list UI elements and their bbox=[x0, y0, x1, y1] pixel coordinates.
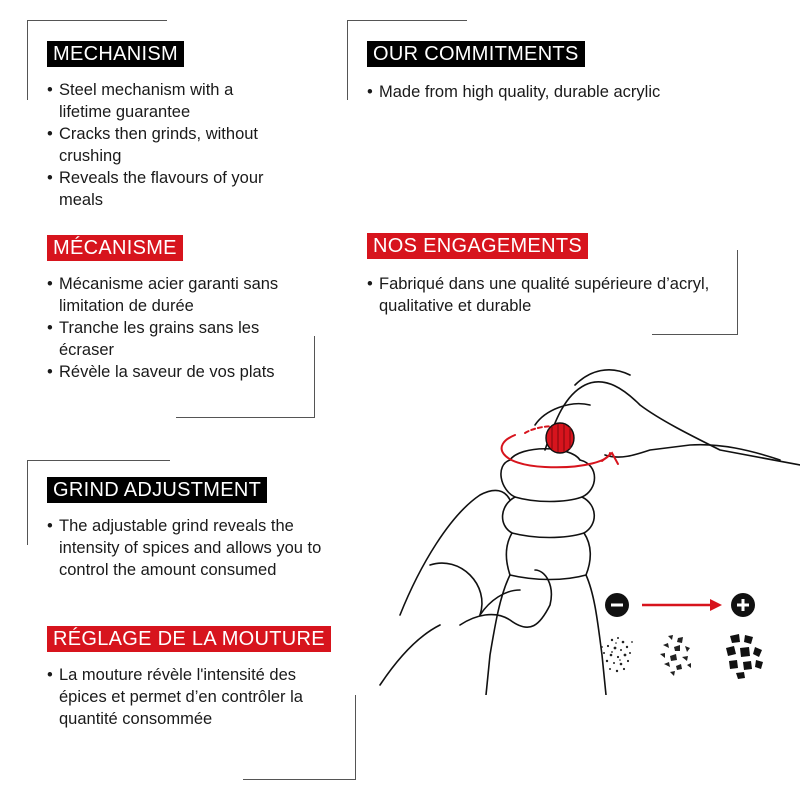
list-item: Mécanisme acier garanti sans limitation … bbox=[47, 273, 292, 317]
plus-icon bbox=[731, 593, 755, 617]
fine-grind-icon bbox=[601, 637, 633, 673]
list-item: Révèle la saveur de vos plats bbox=[47, 361, 292, 383]
list-item: La mouture révèle l'intensité des épices… bbox=[47, 664, 342, 730]
list-item: The adjustable grind reveals the intensi… bbox=[47, 515, 342, 581]
list-item: Tranche les grains sans les écraser bbox=[47, 317, 292, 361]
commitments-list-en: Made from high quality, durable acrylic bbox=[367, 81, 767, 103]
grind-title-fr: RÉGLAGE DE LA MOUTURE bbox=[47, 626, 331, 652]
arrow-right-icon bbox=[642, 599, 722, 611]
coarse-grind-icon bbox=[726, 634, 763, 679]
commitments-title-fr: NOS ENGAGEMENTS bbox=[367, 233, 588, 259]
mechanism-title-fr: MÉCANISME bbox=[47, 235, 183, 261]
list-item: Made from high quality, durable acrylic bbox=[367, 81, 767, 103]
grind-list-en: The adjustable grind reveals the intensi… bbox=[47, 515, 342, 581]
grinder-illustration bbox=[379, 369, 800, 695]
mechanism-title-en: MECHANISM bbox=[47, 41, 184, 67]
commitments-title-en: OUR COMMITMENTS bbox=[367, 41, 585, 67]
mechanism-list-fr: Mécanisme acier garanti sans limitation … bbox=[47, 273, 292, 383]
commitments-list-fr: Fabriqué dans une qualité supérieure d’a… bbox=[367, 273, 757, 317]
list-item: Cracks then grinds, without crushing bbox=[47, 123, 277, 167]
medium-grind-icon bbox=[660, 635, 691, 676]
minus-icon bbox=[605, 593, 629, 617]
mechanism-list-en: Steel mechanism with a lifetime guarante… bbox=[47, 79, 277, 211]
list-item: Fabriqué dans une qualité supérieure d’a… bbox=[367, 273, 757, 317]
list-item: Steel mechanism with a lifetime guarante… bbox=[47, 79, 277, 123]
grind-scale bbox=[590, 590, 790, 690]
grind-title-en: GRIND ADJUSTMENT bbox=[47, 477, 268, 503]
grind-list-fr: La mouture révèle l'intensité des épices… bbox=[47, 664, 342, 730]
list-item: Reveals the flavours of your meals bbox=[47, 167, 277, 211]
